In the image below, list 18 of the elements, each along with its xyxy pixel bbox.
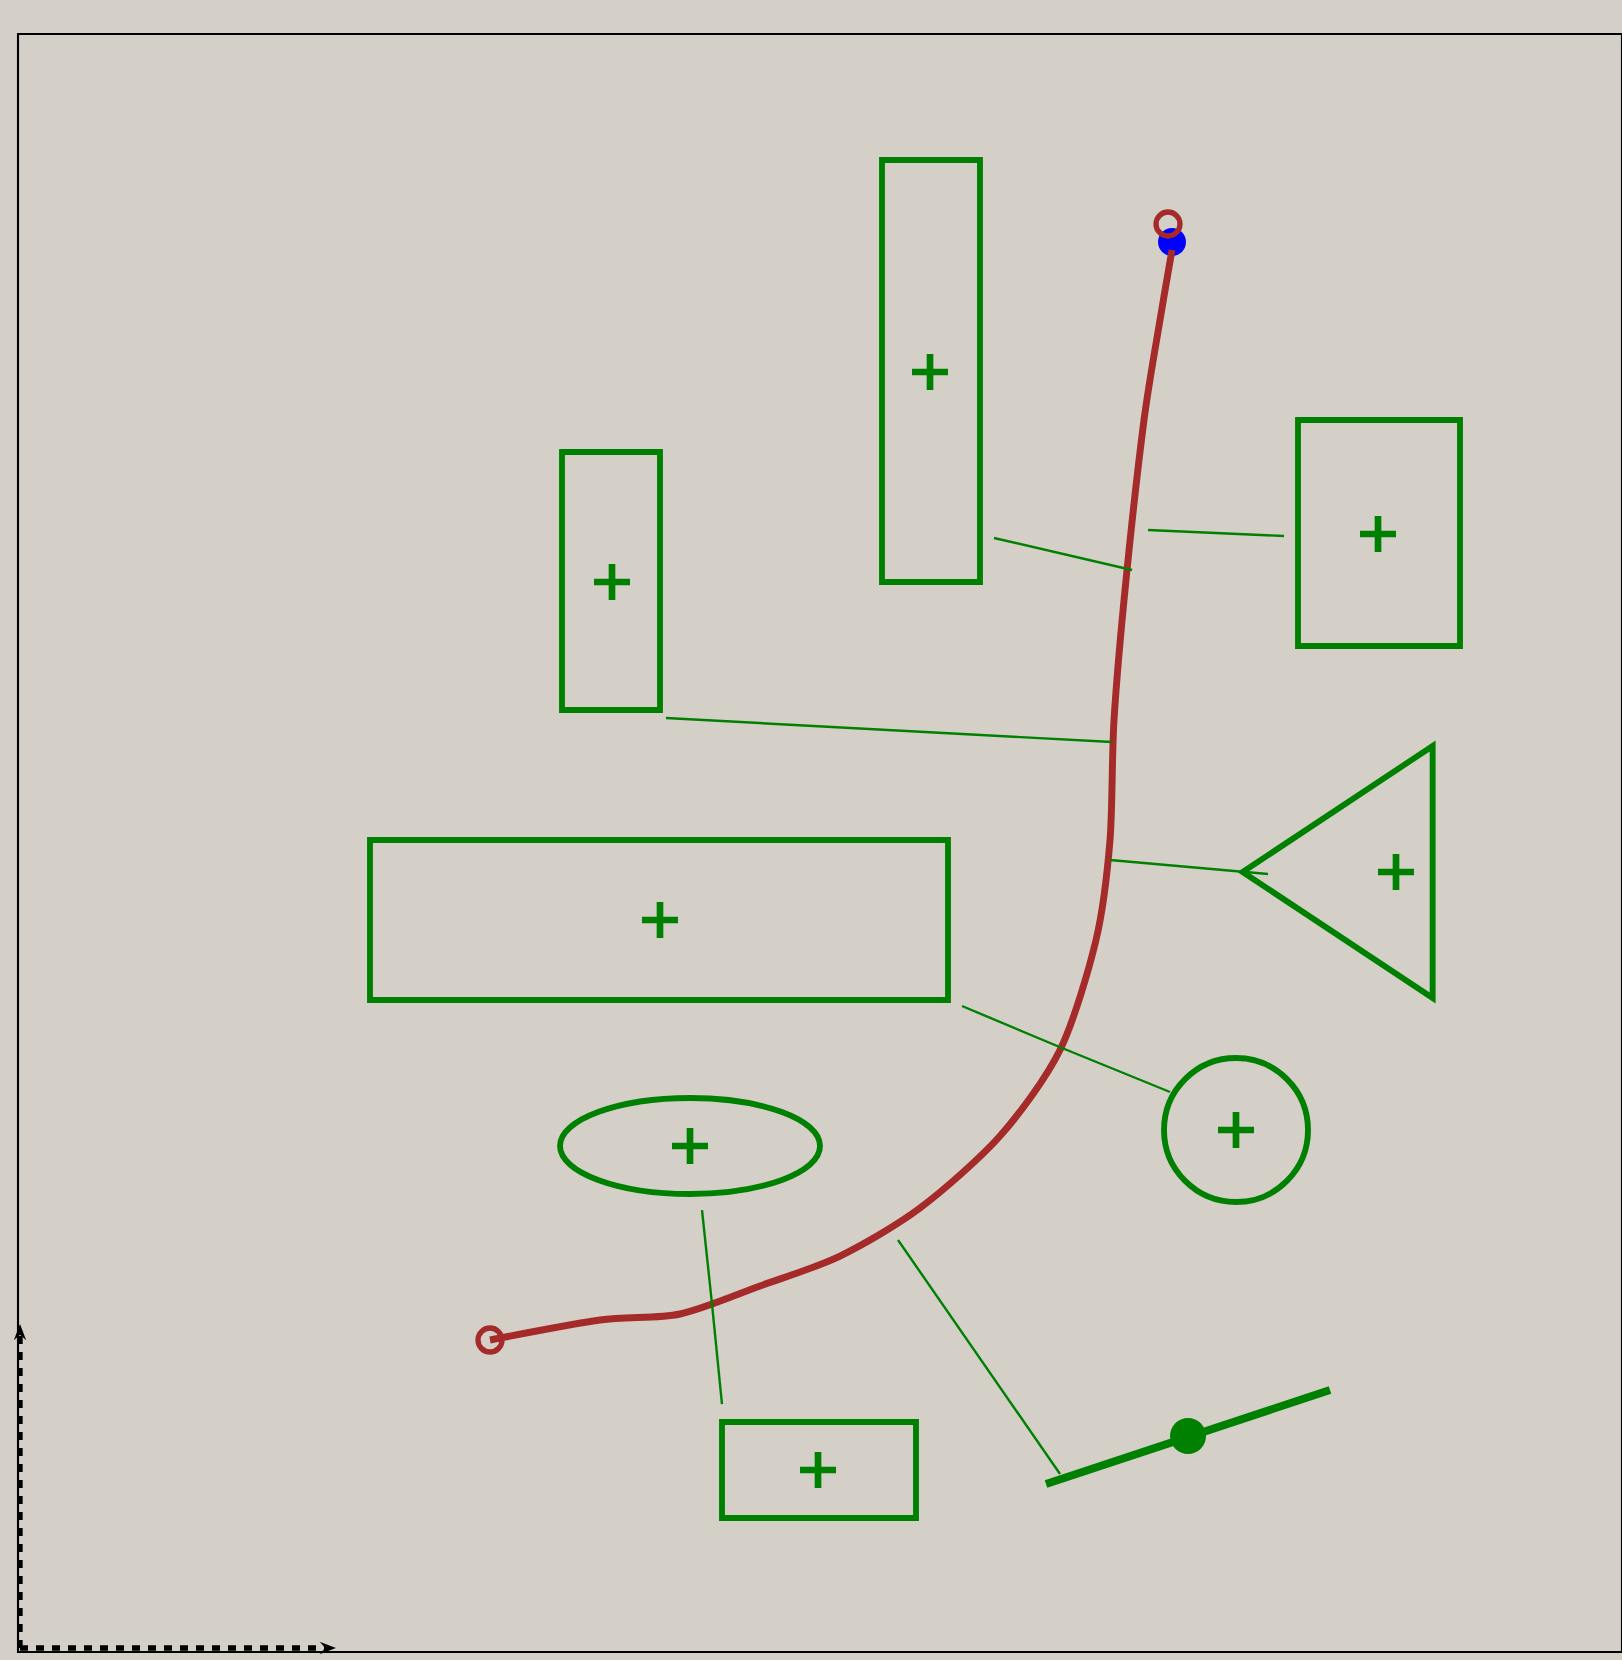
connector-line — [1061, 1046, 1171, 1094]
connector-line — [897, 1239, 1061, 1475]
connector-line — [961, 1004, 1063, 1050]
connector-line — [665, 716, 1113, 744]
curve — [475, 209, 1186, 1355]
line-segment — [1044, 1386, 1332, 1488]
connector-line — [1147, 528, 1285, 538]
connector-line — [1109, 858, 1269, 876]
rectangle-shape — [719, 1419, 919, 1521]
rectangle-shape — [1295, 417, 1463, 649]
connector-line — [710, 1303, 724, 1405]
rectangle-shape — [879, 157, 983, 585]
connector-line — [993, 536, 1133, 572]
rectangle-shape — [559, 449, 663, 713]
rectangle-shape — [367, 837, 951, 1003]
circle-shape — [1161, 1055, 1311, 1205]
connector-line — [700, 1209, 714, 1305]
ellipse-shape — [557, 1095, 823, 1197]
